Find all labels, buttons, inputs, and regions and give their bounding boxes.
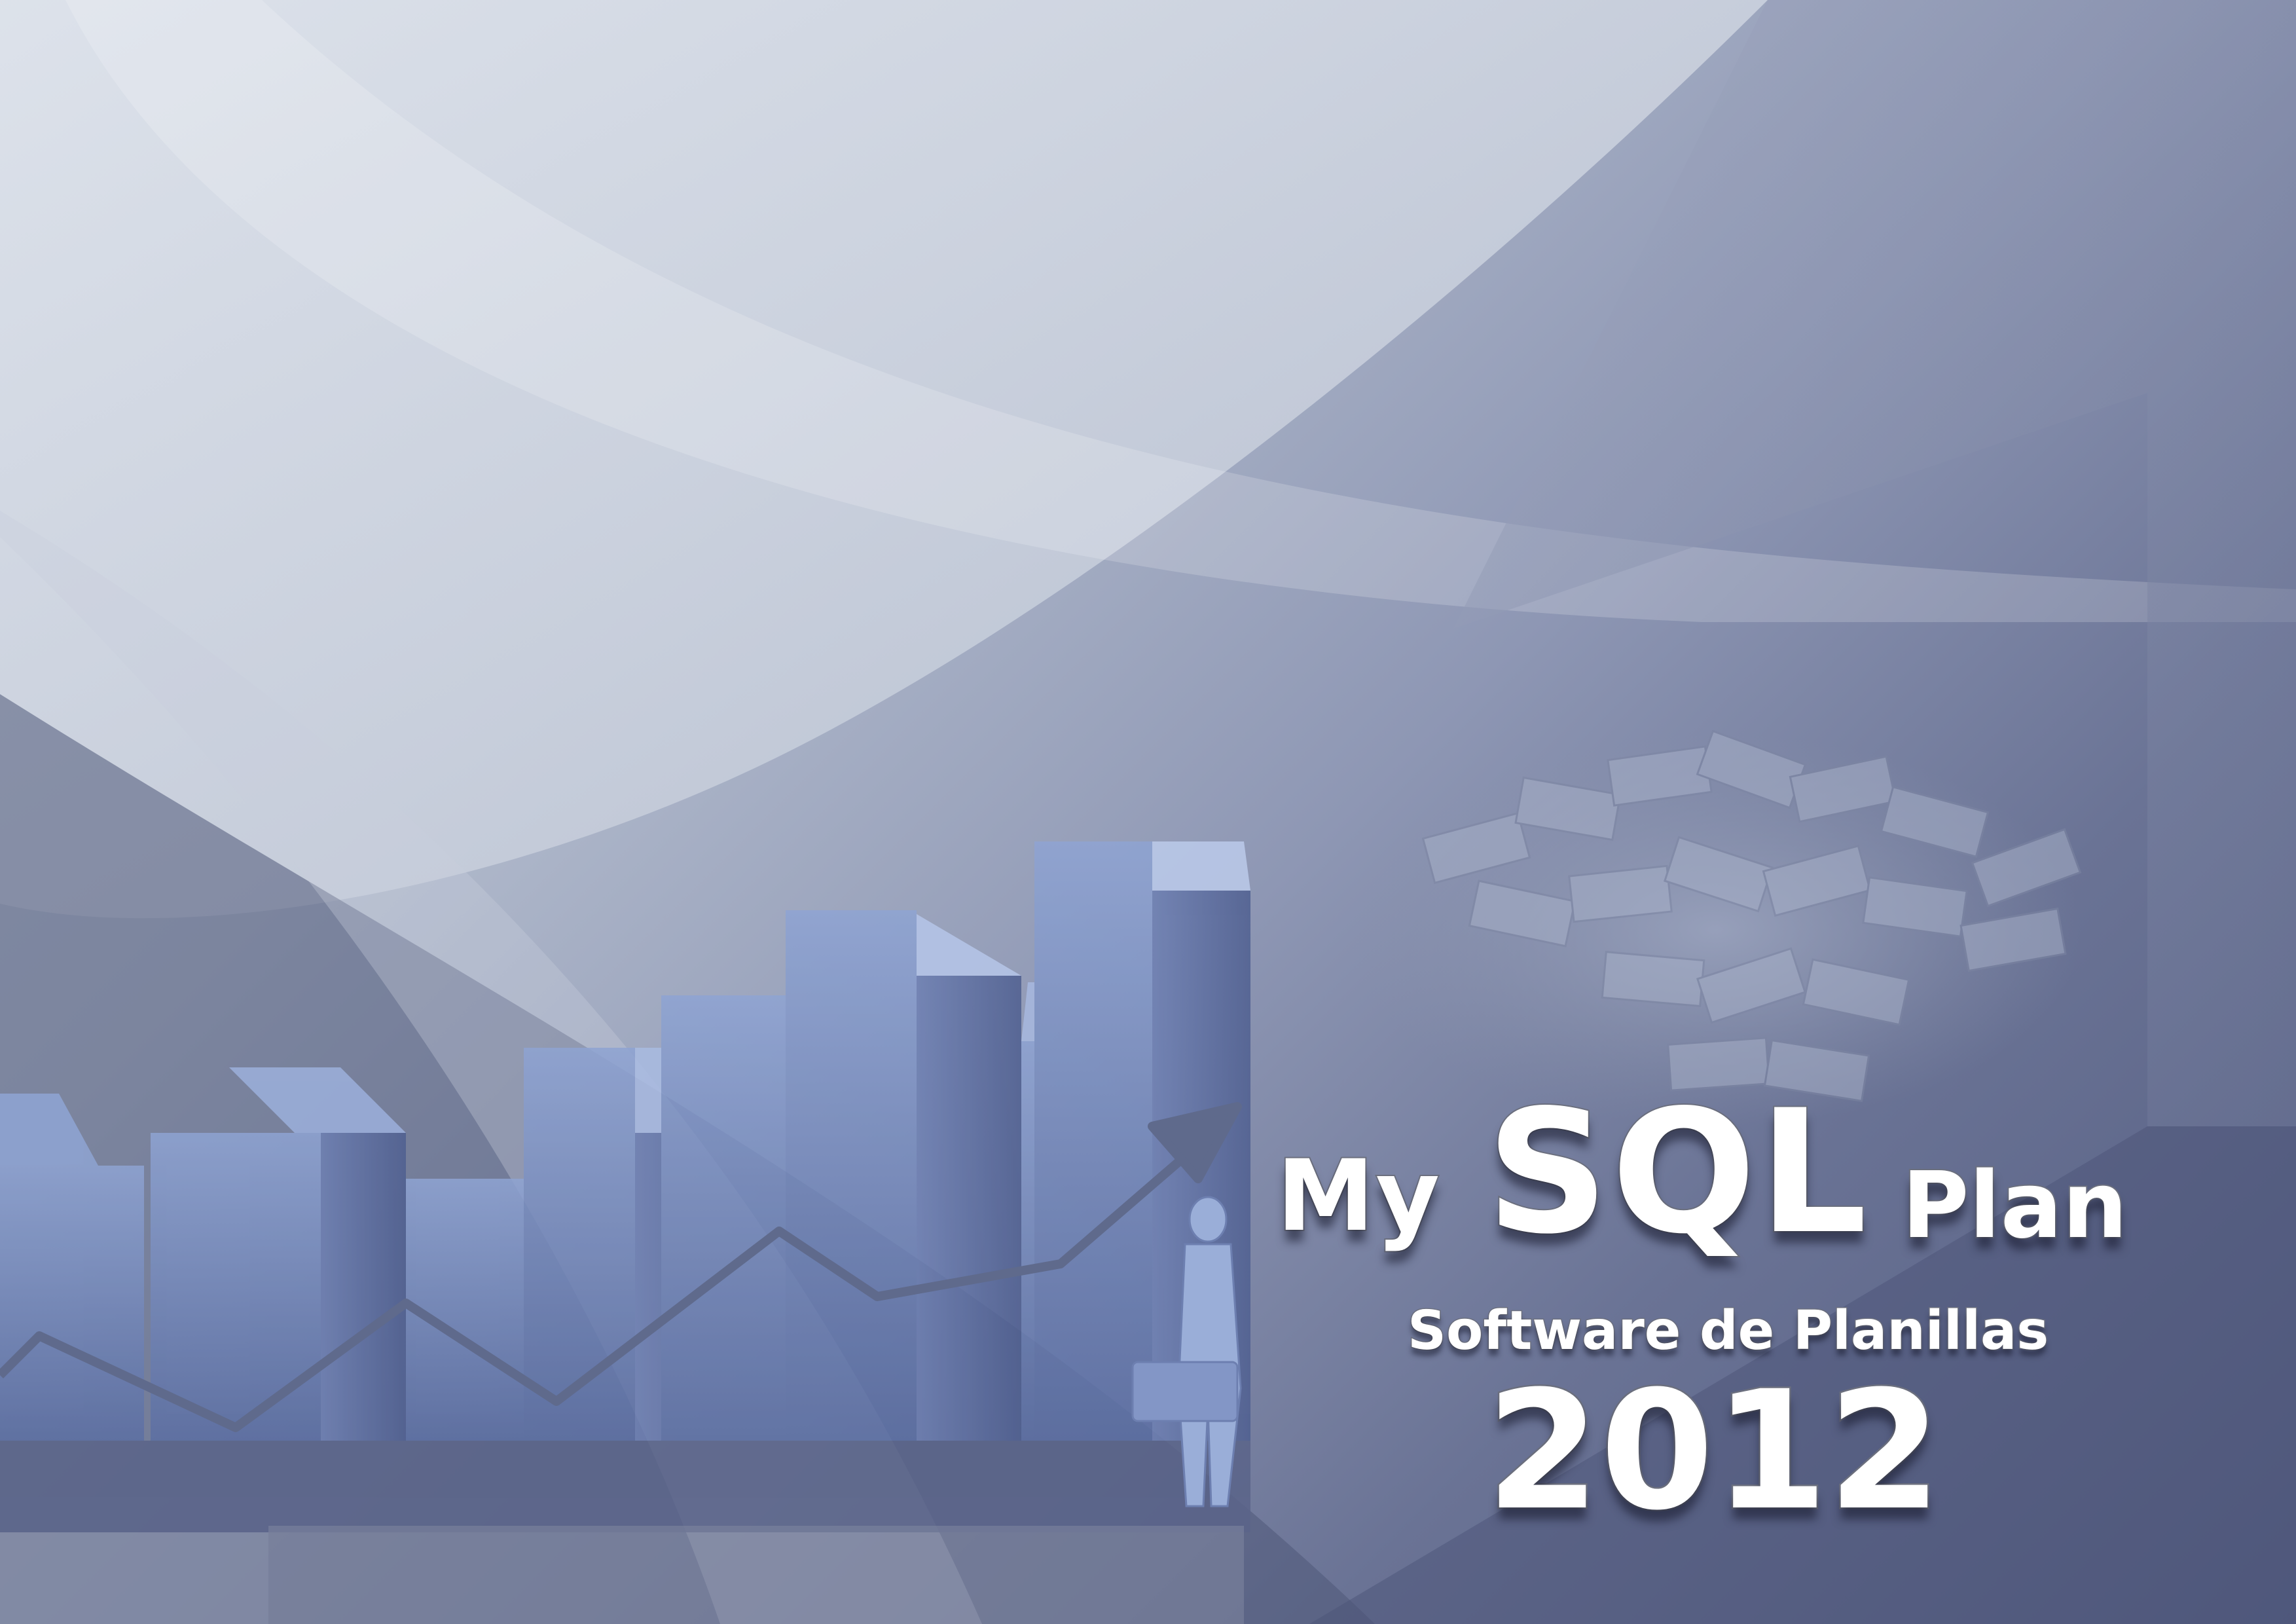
subtitle: Software de Planillas [1406,1299,2049,1363]
foreground-step [268,1526,1244,1624]
businessman-figure [1131,1196,1242,1507]
light-arc [65,0,2296,622]
mid-shape-right [1453,0,2296,1126]
light-sweep-top [0,0,1768,919]
title-word-sql: SQL [1485,1073,1870,1273]
money-pile-illustration [1421,729,2082,1103]
year-label: 2012 [1485,1354,1944,1548]
title-word-my: My [1275,1138,1442,1255]
title-word-plan: Plan [1901,1151,2129,1261]
trend-arrow-icon [0,1102,1242,1432]
foreground-ledge [0,1532,268,1624]
right-panel [1309,1126,2296,1624]
